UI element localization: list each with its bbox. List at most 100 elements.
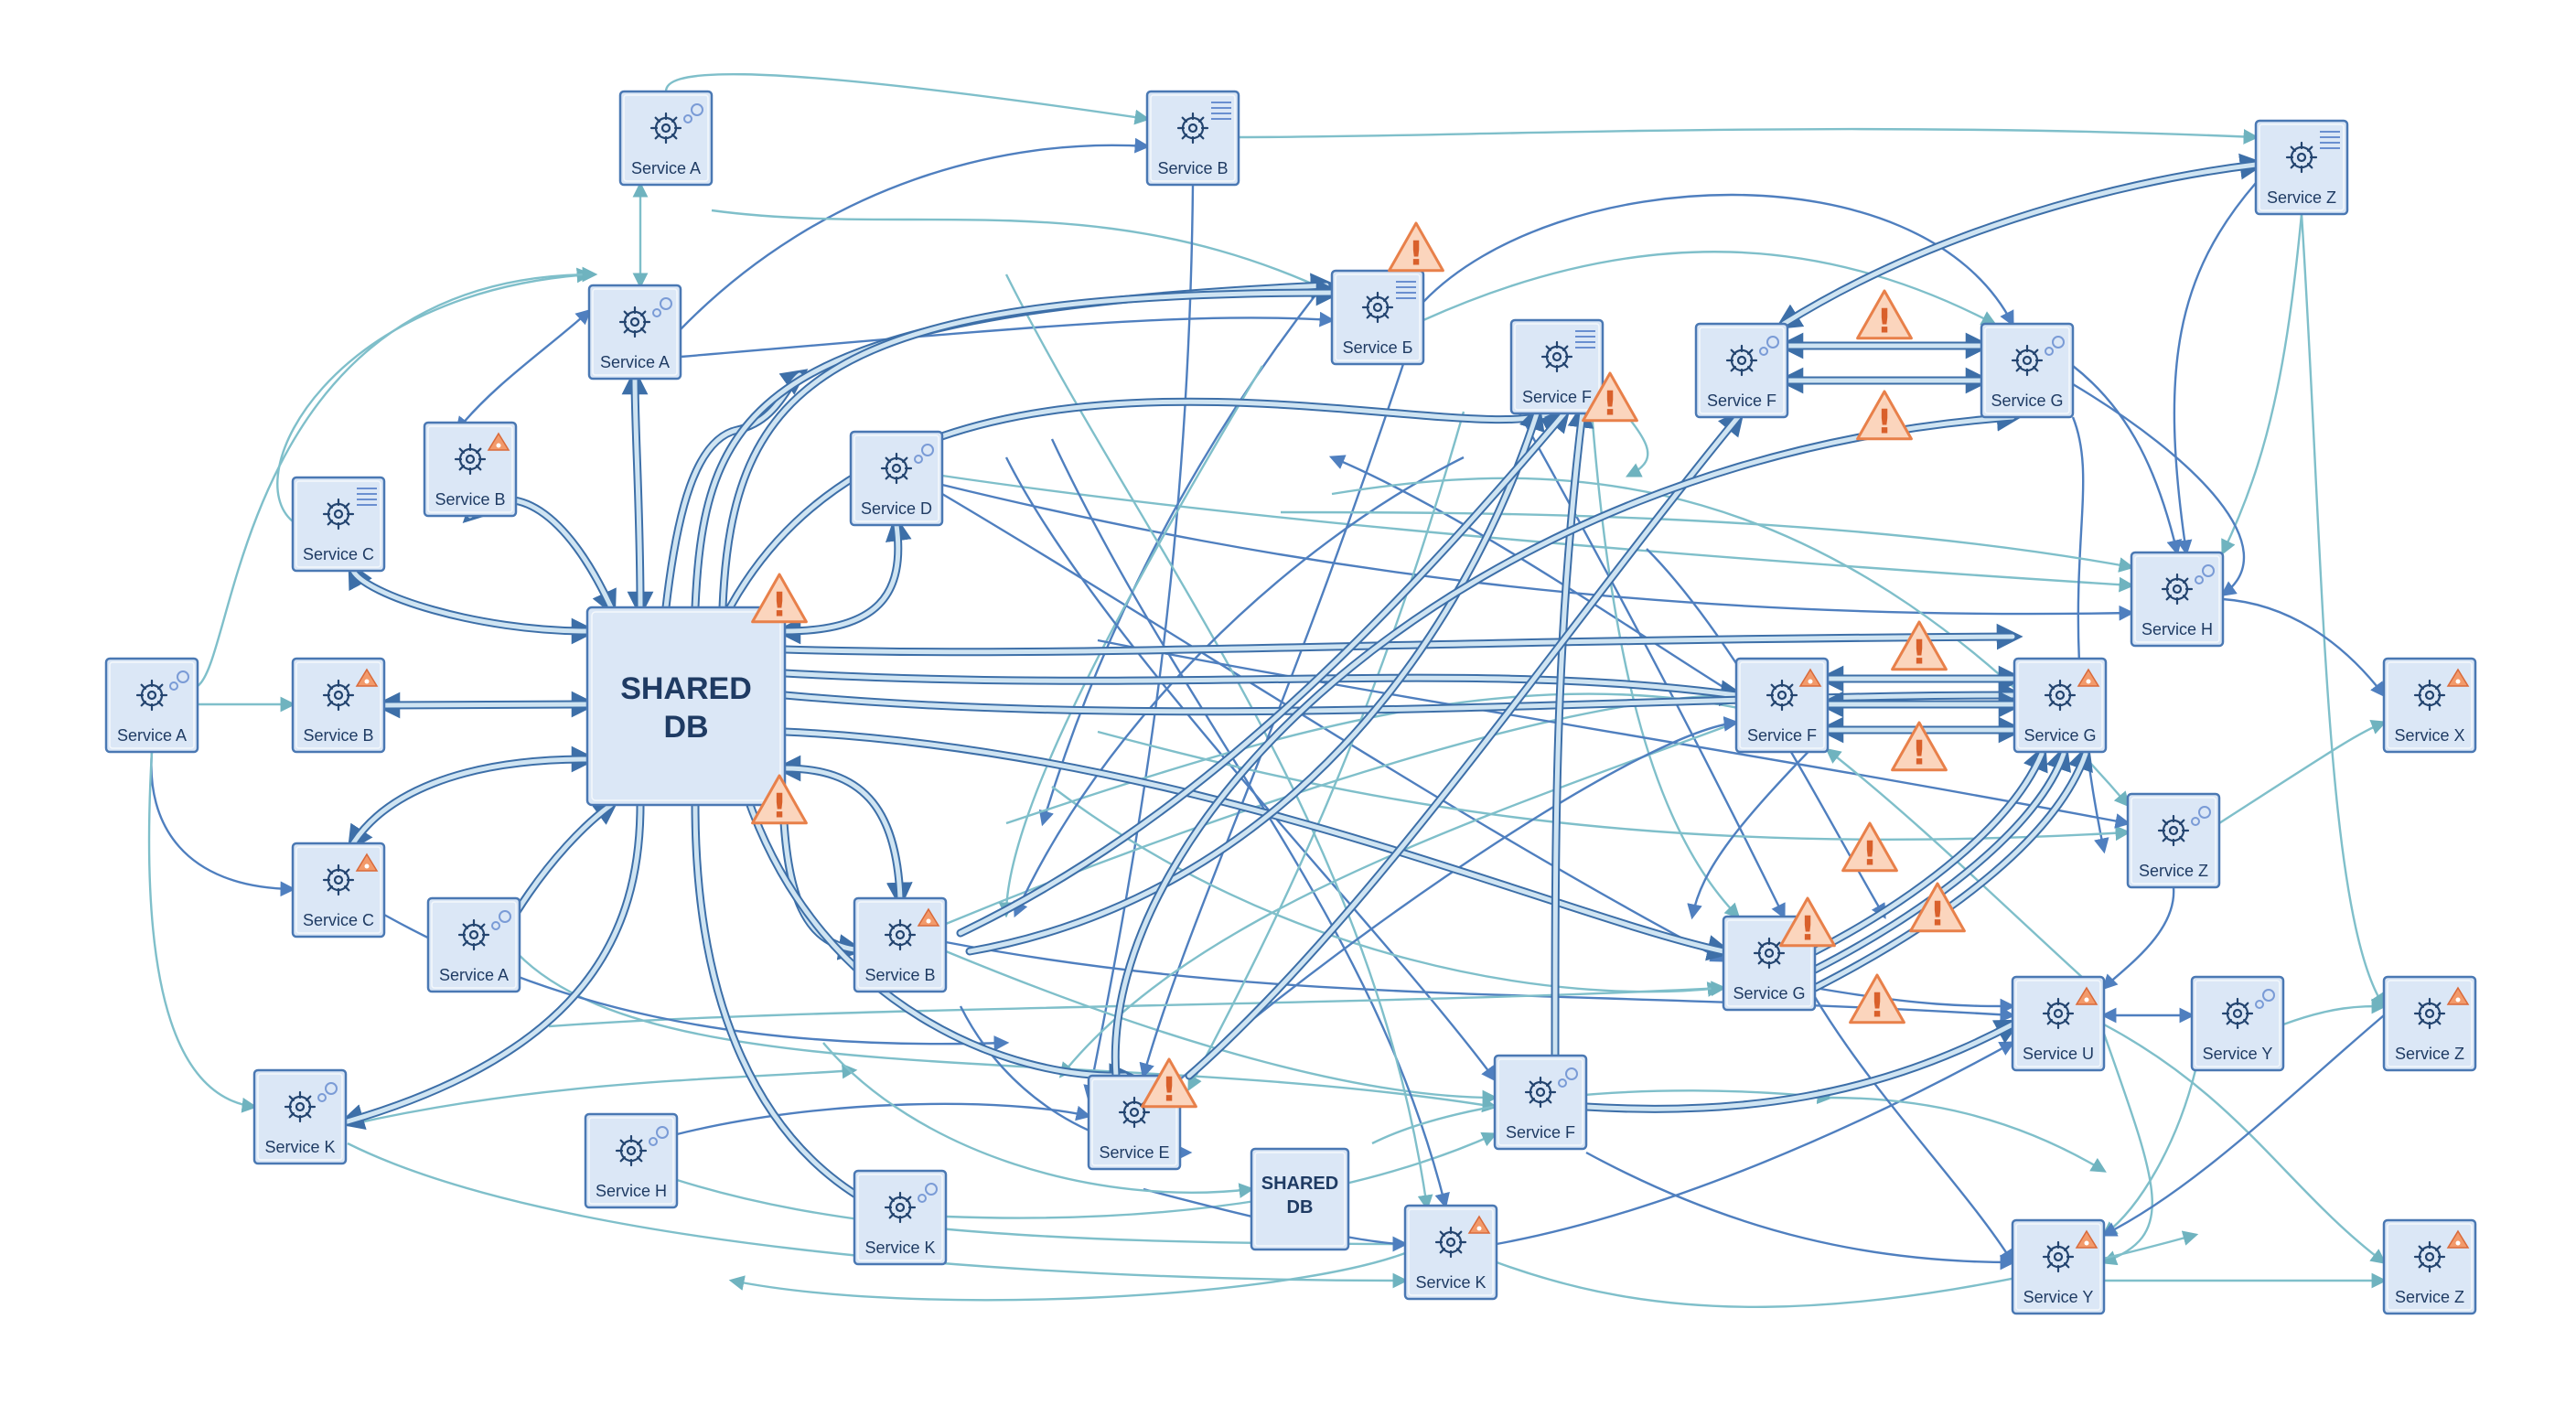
connection-thick	[691, 800, 885, 1211]
service-node[interactable]: Service B	[853, 896, 948, 993]
service-node[interactable]: Service A	[587, 284, 682, 381]
gear-icon	[2221, 997, 2254, 1030]
connection-thick	[621, 368, 654, 618]
gear-icon	[2413, 997, 2446, 1030]
service-node[interactable]: Service D	[849, 430, 944, 527]
service-node[interactable]: Service H	[2130, 551, 2225, 648]
gear-icon	[2042, 997, 2075, 1030]
connection-thick	[1582, 1019, 2023, 1113]
connection-line	[347, 1063, 858, 1127]
service-node[interactable]: Service C	[291, 842, 386, 938]
service-node[interactable]: Service C	[291, 476, 386, 573]
connection-thick	[347, 745, 598, 853]
service-node[interactable]: Service K	[1403, 1204, 1498, 1301]
shared-db-label-line1: SHARED	[620, 671, 752, 706]
service-node[interactable]: Service Z	[2254, 119, 2349, 216]
connection-line	[1238, 127, 2259, 145]
node-label: Service A	[600, 353, 670, 371]
service-node[interactable]: Service Y	[2011, 1218, 2106, 1315]
service-node[interactable]: Service F	[1694, 322, 1789, 419]
connection-line	[2103, 1023, 2387, 1265]
warning-icon: !	[751, 573, 808, 624]
node-label: Service B	[303, 726, 373, 745]
service-node[interactable]: Service U	[2011, 975, 2106, 1072]
connection-thick	[1810, 744, 2048, 956]
node-label: Service Z	[2395, 1045, 2464, 1063]
service-node[interactable]: Service B	[1145, 90, 1240, 187]
connection-line	[1179, 716, 1740, 1080]
gear-icon	[2413, 679, 2446, 712]
connection-line	[1097, 638, 2131, 829]
connection-line	[2222, 597, 2387, 698]
connection-line	[664, 72, 1151, 125]
warning-icon: !	[751, 774, 808, 825]
node-label: Service C	[303, 545, 374, 563]
svg-text:!: !	[1862, 833, 1878, 873]
service-node[interactable]: Service Z	[2382, 975, 2477, 1072]
node-label: Service A	[631, 159, 701, 177]
node-label: Service F	[1506, 1123, 1575, 1142]
badge-icon	[2045, 336, 2065, 356]
badge-icon	[1396, 281, 1416, 299]
badge-icon	[355, 853, 379, 872]
badge-icon	[914, 444, 934, 464]
connection-thick	[337, 800, 645, 1130]
service-node[interactable]: Service G	[1980, 322, 2075, 419]
node-label: Service C	[303, 911, 374, 929]
connection-thick	[373, 691, 598, 719]
connection-line	[1038, 292, 1318, 827]
service-node[interactable]: Service K	[252, 1068, 348, 1165]
service-node[interactable]: Service B	[291, 657, 386, 754]
service-node[interactable]: Service A	[426, 896, 521, 993]
badge-icon	[2320, 131, 2340, 149]
gear-icon	[322, 679, 355, 712]
shared-db-small-label-line2: DB	[1287, 1197, 1314, 1217]
gear-icon	[884, 1191, 917, 1224]
badge-icon	[918, 1183, 938, 1203]
svg-text:!: !	[1912, 632, 1927, 671]
service-node[interactable]: Service A	[104, 657, 199, 754]
svg-text:!: !	[1162, 1069, 1177, 1109]
service-node[interactable]: Service X	[2382, 657, 2477, 754]
connection-line	[347, 1142, 1409, 1289]
gear-icon	[884, 918, 917, 951]
connection-line	[1687, 731, 1829, 920]
connection-line	[2101, 886, 2175, 991]
gear-icon	[2042, 1240, 2075, 1273]
service-node[interactable]: Service Y	[2190, 975, 2285, 1072]
node-label: Service F	[1707, 391, 1776, 410]
shared-db-small-node[interactable]: SHARED DB	[1250, 1147, 1350, 1251]
node-label: Service X	[2394, 726, 2464, 745]
service-node[interactable]: Service Z	[2382, 1218, 2477, 1315]
shared-db-main-node[interactable]: SHARED DB	[585, 606, 787, 807]
service-node[interactable]: Service K	[853, 1169, 948, 1266]
gear-icon	[2413, 1240, 2446, 1273]
connection-line	[2072, 365, 2183, 556]
service-node[interactable]: Service G	[2012, 657, 2108, 754]
gear-icon	[1361, 291, 1394, 324]
service-node[interactable]: Service F	[1493, 1054, 1588, 1151]
gear-icon	[2285, 141, 2318, 174]
gear-icon	[2157, 814, 2190, 847]
connection-thick	[780, 623, 2023, 657]
connection-thick	[956, 405, 1572, 938]
connection-line	[1058, 721, 1737, 1078]
service-node[interactable]: Service Б	[1330, 269, 1425, 366]
service-node[interactable]: Service B	[423, 421, 518, 518]
service-node[interactable]: Service Z	[2126, 792, 2221, 889]
svg-text:!: !	[772, 585, 788, 624]
gear-icon	[880, 452, 913, 485]
node-label: Service H	[2141, 620, 2213, 638]
badge-icon	[1211, 102, 1231, 120]
service-node[interactable]: Service F	[1509, 318, 1605, 415]
service-node[interactable]: Service A	[618, 90, 714, 187]
badge-icon	[1467, 1215, 1491, 1234]
badge-icon	[652, 297, 672, 317]
connection-thick	[1810, 744, 2072, 974]
gear-icon	[322, 863, 355, 896]
service-node[interactable]: Service H	[584, 1112, 679, 1209]
gear-icon	[618, 306, 651, 338]
service-node[interactable]: Service F	[1734, 657, 1830, 754]
